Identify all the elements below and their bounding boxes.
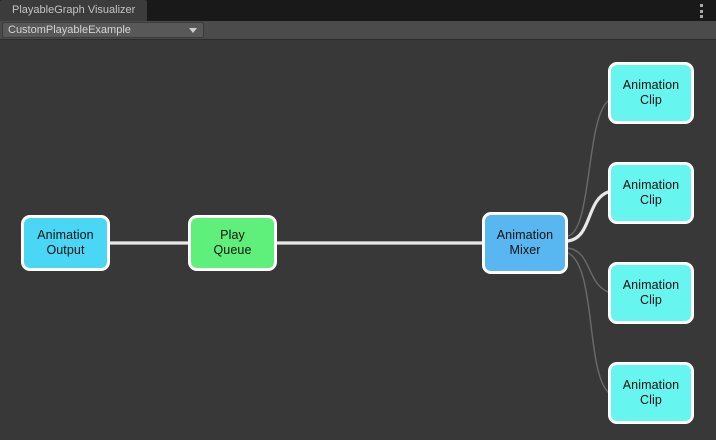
toolbar: CustomPlayableExample	[0, 21, 716, 40]
graph-node-label-line1: Animation	[622, 278, 680, 292]
tab-playable-graph-visualizer[interactable]: PlayableGraph Visualizer	[0, 0, 148, 21]
kebab-dot-3	[700, 15, 703, 18]
graph-node-label-line2: Queue	[213, 243, 252, 257]
graph-node-label-line1: Animation	[37, 228, 94, 242]
kebab-dot-2	[700, 9, 703, 13]
graph-node-label-line1: Animation	[622, 78, 680, 92]
graph-node-label-line1: Play	[220, 228, 245, 242]
edge-mixer-clip-1[interactable]	[567, 100, 609, 237]
kebab-dot-1	[700, 4, 703, 7]
edge-mixer-clip-2[interactable]	[566, 190, 610, 243]
graph-node-label-line1: Animation	[622, 378, 680, 392]
graph-node-label-line2: Clip	[640, 293, 662, 307]
graph-selector-value: CustomPlayableExample	[8, 24, 131, 36]
graph-node-label-line1: Animation	[622, 178, 680, 192]
kebab-menu-icon[interactable]	[696, 4, 707, 18]
graph-selector-dropdown[interactable]: CustomPlayableExample	[2, 22, 204, 38]
graph-edge-layer	[108, 100, 610, 393]
tab-strip: PlayableGraph Visualizer	[0, 0, 716, 21]
graph-node-label-line2: Output	[46, 243, 85, 257]
edge-mixer-clip-3[interactable]	[567, 247, 609, 293]
chevron-down-icon	[189, 28, 197, 33]
graph-node-label-line2: Clip	[640, 193, 662, 207]
graph-node-label-line2: Mixer	[509, 243, 541, 257]
graph-node-label-line1: Animation	[496, 228, 554, 242]
graph-node-label-line2: Clip	[640, 393, 662, 407]
graph-node-label-line2: Clip	[640, 93, 662, 107]
edge-mixer-clip-4[interactable]	[567, 252, 609, 393]
